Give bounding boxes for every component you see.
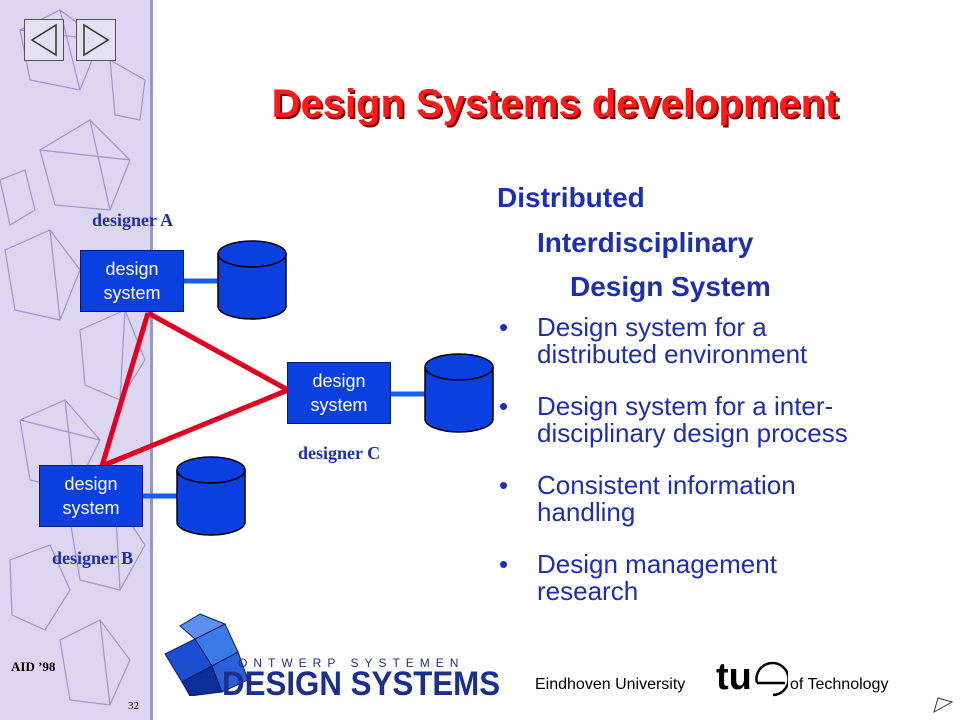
page-number: 32 — [128, 700, 139, 712]
logo-subtitle: ONTWERP SYSTEMEN — [238, 656, 465, 670]
sidebar-decoration — [0, 0, 150, 720]
box-label-line-2: system — [103, 283, 161, 303]
previous-slide-button[interactable] — [24, 19, 64, 61]
sidebar-rule — [150, 0, 153, 720]
designer-c-label: designer C — [298, 443, 381, 463]
box-label-line-1: design — [105, 259, 159, 279]
design-system-box-c: design system — [287, 362, 391, 424]
triangle-left-icon — [30, 23, 57, 57]
bullet-line: handling — [537, 497, 636, 527]
heading-line-1: Distributed — [497, 182, 645, 213]
heading-line-3: Design System — [570, 271, 771, 302]
link-line — [146, 310, 290, 393]
design-system-box-b: design system — [39, 465, 143, 527]
bullet-item: Design system for a inter-disciplinary d… — [497, 393, 937, 447]
tue-logo-icon: tu — [716, 656, 788, 698]
database-cylinder — [217, 240, 287, 320]
database-cylinder — [424, 353, 494, 433]
svg-text:tu: tu — [716, 656, 752, 698]
bullet-line: Design system for a — [537, 312, 767, 342]
corner-arrow-icon — [933, 697, 954, 714]
bullet-line: Design system for a inter- — [537, 391, 834, 421]
bullet-line: research — [537, 576, 639, 606]
design-systems-logo-graphic — [164, 613, 249, 696]
link-line — [99, 312, 151, 467]
slide-title: Design Systems development — [271, 82, 839, 126]
link-line — [101, 387, 289, 469]
designer-a-label: designer A — [92, 210, 174, 230]
bullet-line: distributed environment — [537, 339, 808, 369]
heading-line-2: Interdisciplinary — [537, 227, 754, 258]
design-system-box-a: design system — [80, 250, 184, 312]
triangle-right-icon — [83, 23, 110, 57]
box-label-line-2: system — [310, 395, 368, 415]
database-cylinder — [176, 456, 246, 536]
bullet-line: Design management — [537, 549, 777, 579]
university-name-left: Eindhoven University — [535, 676, 686, 693]
link-lines — [99, 310, 290, 469]
designer-b-label: designer B — [52, 548, 134, 568]
next-slide-button[interactable] — [76, 19, 116, 61]
bullet-line: Consistent information — [537, 470, 796, 500]
conference-label: AID ’98 — [11, 659, 56, 674]
box-label-line-2: system — [62, 498, 120, 518]
logo-title: DESIGN SYSTEMS — [222, 665, 501, 703]
bullet-line: disciplinary design process — [537, 418, 848, 448]
box-label-line-1: design — [64, 474, 118, 494]
university-name-right: of Technology — [790, 676, 889, 693]
box-label-line-1: design — [312, 371, 366, 391]
